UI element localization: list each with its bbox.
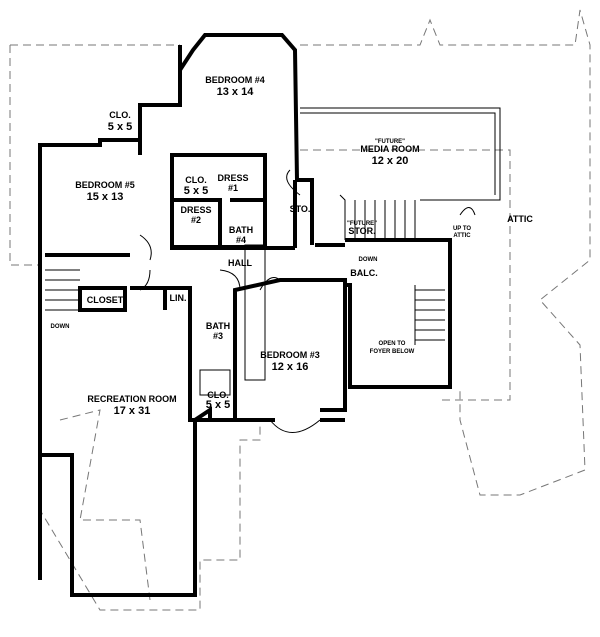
room-name: CLO. xyxy=(185,175,207,185)
label-line: OPEN TO xyxy=(379,341,406,347)
room-hall: HALL xyxy=(228,258,252,268)
walls xyxy=(38,33,501,597)
room-size: 5 x 5 xyxy=(108,121,132,133)
room-name: CLO. xyxy=(207,390,229,400)
doors xyxy=(139,169,476,291)
room-size: 12 x 20 xyxy=(372,155,409,167)
room-bedroom-3: BEDROOM #3 12 x 16 xyxy=(260,350,320,373)
room-tag: "FUTURE" xyxy=(347,221,377,227)
stair-down-label: DOWN xyxy=(51,324,70,330)
room-size: 17 x 31 xyxy=(114,405,151,417)
room-name: BATH xyxy=(229,225,253,235)
room-name: CLO. xyxy=(109,110,131,120)
room-number: #3 xyxy=(213,331,223,341)
room-size: 13 x 14 xyxy=(217,86,255,98)
room-bath-4: BATH #4 xyxy=(229,225,253,245)
stairs xyxy=(45,200,445,345)
room-number: #1 xyxy=(228,183,238,193)
room-dress-1: DRESS #1 xyxy=(217,173,248,193)
room-name: BATH xyxy=(206,321,230,331)
room-attic: ATTIC xyxy=(507,214,533,224)
room-number: #2 xyxy=(191,215,201,225)
room-linen: LIN. xyxy=(170,293,187,303)
room-name: DRESS xyxy=(217,173,248,183)
room-size: 15 x 13 xyxy=(87,191,124,203)
room-closet-top: CLO. 5 x 5 xyxy=(108,110,132,133)
room-storage: STO. xyxy=(290,204,311,214)
up-to-attic-label: UP TO ATTIC xyxy=(453,226,471,239)
room-name: BEDROOM #4 xyxy=(205,75,265,85)
label-line: ATTIC xyxy=(453,233,471,239)
label-line: FOYER BELOW xyxy=(370,349,415,355)
room-bath-3: BATH #3 xyxy=(206,321,230,341)
room-balcony: BALC. xyxy=(350,268,378,278)
room-tag: "FUTURE" xyxy=(375,139,405,145)
room-closet-mid: CLO. 5 x 5 xyxy=(184,175,208,197)
room-closet: CLOSET xyxy=(87,295,124,305)
room-number: #4 xyxy=(236,235,246,245)
room-name: RECREATION ROOM xyxy=(87,394,176,404)
room-name: BEDROOM #5 xyxy=(75,180,135,190)
room-name: MEDIA ROOM xyxy=(360,144,419,154)
room-size: 5 x 5 xyxy=(206,399,230,411)
open-to-foyer-label: OPEN TO FOYER BELOW xyxy=(370,341,415,355)
room-bedroom-5: BEDROOM #5 15 x 13 xyxy=(75,180,135,203)
room-closet-bottom: CLO. 5 x 5 xyxy=(206,390,230,411)
label-line: UP TO xyxy=(453,226,471,232)
room-media: "FUTURE" MEDIA ROOM 12 x 20 xyxy=(360,139,419,167)
room-name: BEDROOM #3 xyxy=(260,350,320,360)
stair-down-label: DOWN xyxy=(359,257,378,263)
room-size: 12 x 16 xyxy=(272,361,309,373)
room-future-storage: "FUTURE" STOR. xyxy=(347,221,377,236)
room-recreation: RECREATION ROOM 17 x 31 xyxy=(87,394,176,417)
room-dress-2: DRESS #2 xyxy=(180,205,211,225)
room-name: DRESS xyxy=(180,205,211,215)
room-name: STOR. xyxy=(348,226,375,236)
room-bedroom-4: BEDROOM #4 13 x 14 xyxy=(205,75,265,98)
room-size: 5 x 5 xyxy=(184,185,208,197)
roof-outline xyxy=(9,9,591,611)
